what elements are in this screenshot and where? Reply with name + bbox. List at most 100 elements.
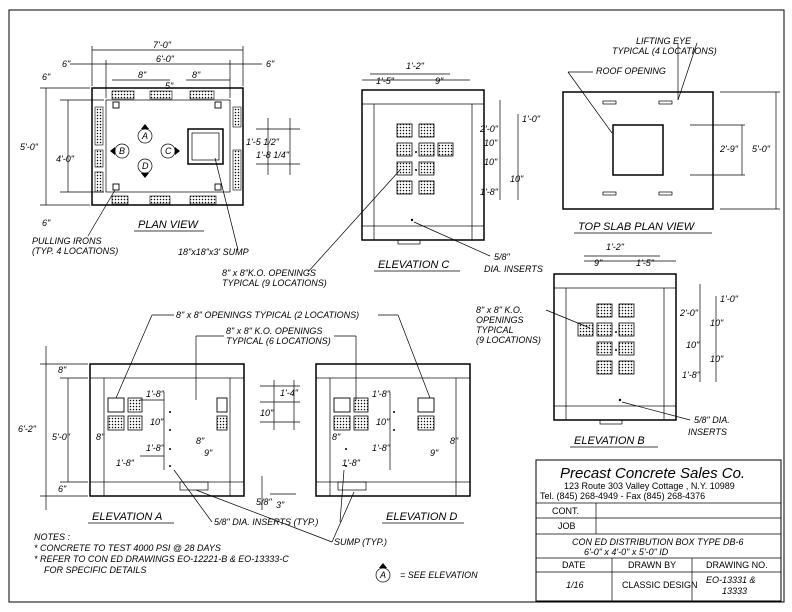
elc-dim-10b: 10" (484, 157, 498, 167)
eld-dim-9: 9" (430, 448, 439, 458)
elc-dim-10a: 10" (484, 138, 498, 148)
tb-date-label: DATE (562, 560, 585, 570)
dim-6-0: 6'-0" (156, 54, 175, 64)
elc-note-ko-1: 8" x 8"K.O. OPENINGS (222, 268, 316, 278)
marker-d: D (142, 161, 149, 171)
elevation-c: 1'-2" 1'-5" 9" 2'-0" 1'-0" 10" 10" 10" 1… (222, 61, 543, 288)
elb-note-inserts-2: INSERTS (688, 427, 727, 437)
legend-marker: A (379, 570, 386, 580)
elb-dim-1-5: 1'-5" (636, 258, 655, 268)
ela-dim-9: 9" (204, 448, 213, 458)
dim-top-6: 6" (42, 72, 51, 82)
elb-dim-10c: 10" (710, 354, 724, 364)
tb-date-value: 1/16 (566, 580, 584, 590)
note-pulling-irons-1: PULLING IRONS (32, 236, 102, 246)
elb-note-inserts-1: 5/8" DIA. (694, 415, 730, 425)
elevation-d-title: ELEVATION D (386, 511, 457, 523)
elc-dim-2-0: 2'-0" (479, 124, 499, 134)
tb-drawing-label: DRAWING NO. (706, 560, 768, 570)
tb-job-label: JOB (558, 521, 576, 531)
elb-note-ko-3: TYPICAL (476, 325, 514, 335)
tb-address: 123 Route 303 Valley Cottage , N.Y. 1098… (564, 481, 735, 491)
elb-note-ko-2: OPENINGS (476, 315, 524, 325)
ela-dim-3: 3" (276, 500, 285, 510)
ela-dim-1-8c: 1'-8" (116, 458, 135, 468)
elc-note-inserts-1: 5/8" (494, 252, 511, 262)
ela-dim-1-8b: 1'-8" (146, 443, 165, 453)
elb-dim-2-0: 2'-0" (679, 308, 699, 318)
elc-dim-10c: 10" (510, 174, 524, 184)
note-pulling-irons-2: (TYP. 4 LOCATIONS) (32, 246, 118, 256)
dim-sump-2: 1'-8 1/4" (256, 150, 290, 160)
dim-7-0: 7'-0" (153, 40, 172, 50)
sheet-border (8, 9, 785, 603)
eld-dim-1-8a: 1'-8" (372, 389, 391, 399)
plan-inner (105, 99, 231, 193)
callouts: 8" x 8" OPENINGS TYPICAL (2 LOCATIONS) 8… (115, 310, 431, 547)
ela-dim-8c: 8" (196, 436, 205, 446)
tb-phone: Tel. (845) 268-4949 - Fax (845) 268-4376 (540, 491, 705, 501)
marker-a: A (141, 131, 148, 141)
ts-dim-2-9: 2'-9" (719, 144, 739, 154)
note-sump: 18"x18"x3' SUMP (178, 247, 249, 257)
ela-dim-6-2: 6'-2" (18, 424, 37, 434)
tb-drawn-label: DRAWN BY (628, 560, 676, 570)
plan-outer (91, 87, 244, 206)
notes-heading: NOTES : (34, 532, 71, 542)
plan-view: A B C D 7'-0" 6'-0" 6" 6" 8" 8" 5" 5'-0"… (20, 40, 300, 257)
elc-dim-1-0: 1'-0" (522, 114, 541, 124)
elc-note-ko-2: TYPICAL (9 LOCATIONS) (222, 278, 327, 288)
dim-sump-1: 1'-5 1/2" (246, 137, 280, 147)
ela-dim-8: 8" (58, 365, 67, 375)
elevation-a: 6'-2" 5'-0" 8" 6" 1'-8" 10" 1'-8" 1'-8" … (18, 346, 300, 524)
elevation-b-title: ELEVATION B (574, 435, 645, 447)
tb-cont-label: CONT. (552, 506, 579, 516)
tb-company: Precast Concrete Sales Co. (560, 465, 745, 482)
note-lifting-1: LIFTING EYE (636, 36, 692, 46)
ela-dim-8b: 8" (96, 432, 105, 442)
elc-dim-9: 9" (435, 76, 444, 86)
eld-dim-10: 10" (376, 417, 390, 427)
title-block: Precast Concrete Sales Co. 123 Route 303… (535, 459, 782, 602)
eld-dim-1-8c: 1'-8" (342, 458, 361, 468)
dim-5: 5" (165, 81, 174, 91)
elc-dim-1-8: 1'-8" (480, 187, 499, 197)
elb-dim-1-0: 1'-0" (720, 294, 739, 304)
tb-desc-2: 6'-0" x 4'-0" x 5'-0" ID (584, 547, 669, 557)
elb-dim-1-2: 1'-2" (606, 242, 625, 252)
ela-dim-1-4: 1'-4" (280, 388, 299, 398)
callout-sump-typ: SUMP (TYP.) (334, 537, 387, 547)
ela-dim-10mid: 10" (260, 408, 274, 418)
elevation-b: 1'-2" 9" 1'-5" 2'-0" 1'-0" 10" 10" 10" 1… (476, 242, 739, 448)
plan-view-title: PLAN VIEW (138, 219, 200, 231)
sump-square (187, 128, 224, 165)
dim-right-6: 6" (266, 59, 275, 69)
elevation-a-title: ELEVATION A (92, 511, 162, 523)
notes-line3: FOR SPECIFIC DETAILS (44, 565, 146, 575)
ela-dim-5-8: 5/8" (256, 497, 273, 507)
dim-4-0: 4'-0" (56, 154, 75, 164)
dim-bottom-6: 6" (42, 218, 51, 228)
ts-dim-5-0: 5'-0" (752, 144, 771, 154)
tb-drawing-value-2: 13333 (722, 586, 747, 596)
tb-drawing-value-1: EO-13331 & (706, 575, 756, 585)
elb-note-ko-4: (9 LOCATIONS) (476, 335, 541, 345)
elc-dim-1-2: 1'-2" (406, 61, 425, 71)
elb-dim-1-8: 1'-8" (682, 370, 701, 380)
top-slab: LIFTING EYE TYPICAL (4 LOCATIONS) ROOF O… (562, 36, 780, 234)
dim-5-0: 5'-0" (20, 142, 39, 152)
top-slab-title: TOP SLAB PLAN VIEW (578, 221, 696, 233)
elc-dim-1-5: 1'-5" (376, 76, 395, 86)
dim-left-6: 6" (62, 59, 71, 69)
ela-dim-1-8a: 1'-8" (146, 389, 165, 399)
tb-desc-1: CON ED DISTRIBUTION BOX TYPE DB-6 (572, 537, 744, 547)
elb-dim-10b: 10" (686, 340, 700, 350)
elevation-c-title: ELEVATION C (378, 259, 449, 271)
tb-drawn-value: CLASSIC DESIGN (622, 580, 698, 590)
elb-note-ko-1: 8" x 8" K.O. (476, 305, 522, 315)
callout-openings-2: 8" x 8" OPENINGS TYPICAL (2 LOCATIONS) (176, 310, 359, 320)
eld-dim-8a: 8" (332, 432, 341, 442)
eld-dim-8b: 8" (450, 436, 459, 446)
callout-inserts-typ: 5/8" DIA. INSERTS (TYP.) (214, 517, 318, 527)
